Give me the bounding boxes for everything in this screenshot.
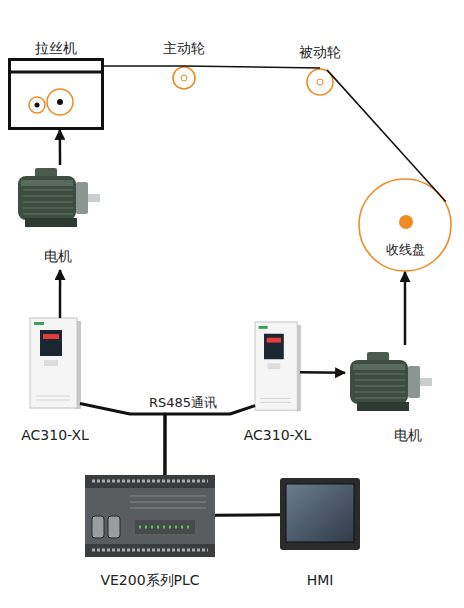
bus-label: RS485通讯 bbox=[149, 395, 217, 411]
circle-outline bbox=[307, 69, 333, 95]
node-label: AC310-XL bbox=[21, 427, 89, 444]
drive-illustration bbox=[255, 322, 301, 411]
wire-line bbox=[104, 65, 184, 67]
machine-roller bbox=[29, 97, 45, 113]
node-label: 电机 bbox=[394, 427, 422, 444]
hmi-panel: HMI bbox=[280, 478, 360, 550]
plc: VE200系列PLC bbox=[85, 475, 215, 557]
drive-illustration bbox=[30, 318, 81, 409]
reel-hub bbox=[399, 215, 413, 229]
node-label: AC310-XL bbox=[244, 427, 312, 444]
bus-line bbox=[80, 404, 165, 476]
motor-illustration bbox=[18, 168, 100, 227]
plc-body bbox=[85, 475, 215, 557]
drive-wheel: 主动轮 bbox=[172, 66, 196, 90]
plc-leds bbox=[139, 526, 191, 529]
motor-illustration bbox=[350, 352, 432, 411]
power-arrow bbox=[300, 371, 345, 374]
wheel-hub bbox=[181, 75, 187, 81]
node-label: HMI bbox=[307, 572, 334, 589]
inverter: AC310-XL bbox=[30, 318, 80, 408]
plc-panel bbox=[135, 520, 195, 534]
db9-port bbox=[108, 516, 120, 538]
node-label: 主动轮 bbox=[163, 40, 205, 57]
wheel-hub bbox=[317, 79, 323, 85]
circle-outline bbox=[359, 179, 451, 271]
machine-roller bbox=[47, 89, 73, 115]
hmi-bezel bbox=[280, 478, 360, 550]
inverter: AC310-XL bbox=[255, 322, 300, 410]
drive-arrow bbox=[59, 130, 62, 165]
bus-line bbox=[165, 406, 255, 475]
node-label: 电机 bbox=[44, 248, 72, 265]
wire-line bbox=[327, 70, 446, 202]
wire-line bbox=[184, 66, 320, 68]
node-label: 被动轮 bbox=[299, 44, 341, 61]
power-arrow bbox=[59, 270, 62, 318]
idler-wheel: 被动轮 bbox=[306, 68, 334, 96]
plc-ribs bbox=[130, 496, 206, 508]
db9-port bbox=[92, 516, 104, 538]
take-up-reel: 收线盘 bbox=[358, 178, 452, 272]
motor: 电机 bbox=[345, 345, 464, 448]
circle-outline bbox=[358, 178, 452, 272]
roller-hub bbox=[35, 103, 40, 108]
node-label: 拉丝机 bbox=[35, 40, 77, 57]
link-line bbox=[215, 513, 280, 516]
node-label: 收线盘 bbox=[386, 242, 425, 258]
drive-arrow bbox=[404, 272, 407, 345]
machine-band bbox=[8, 71, 104, 74]
circle-outline bbox=[306, 68, 334, 96]
roller-hub bbox=[57, 99, 63, 105]
terminal-screws bbox=[92, 481, 208, 550]
motor: 电机 bbox=[15, 165, 100, 270]
node-label: VE200系列PLC bbox=[100, 572, 199, 589]
hmi-screen bbox=[286, 484, 354, 542]
drive-illustration bbox=[255, 322, 301, 411]
machine-box: 拉丝机 bbox=[8, 58, 104, 130]
circle-outline bbox=[173, 67, 195, 89]
circle-outline bbox=[172, 66, 196, 90]
